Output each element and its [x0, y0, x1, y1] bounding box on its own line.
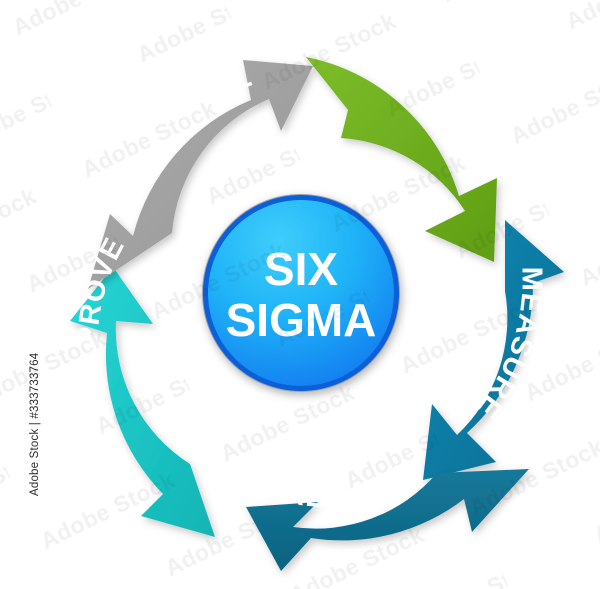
stock-credit-line: Adobe Stock | #333733764 [29, 352, 41, 496]
